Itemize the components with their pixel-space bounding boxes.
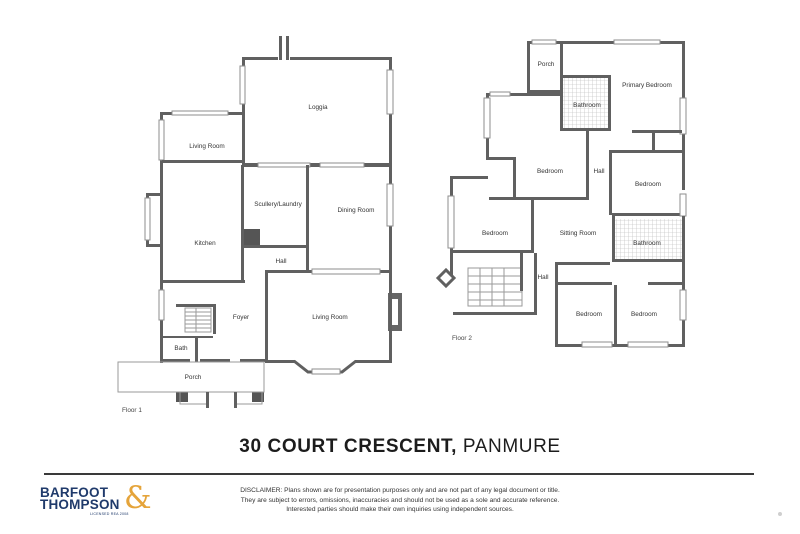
disclaimer-line-2: They are subject to errors, omissions, i…	[240, 496, 560, 504]
room-label-living-room-upper: Living Room	[189, 143, 225, 150]
room-label-bedroom-s1: Bedroom	[576, 311, 602, 318]
room-label-bath: Bath	[174, 345, 188, 352]
room-label-sitting-room: Sitting Room	[560, 230, 597, 237]
room-label-bathroom-upper: Bathroom	[573, 102, 601, 109]
room-label-loggia: Loggia	[308, 104, 328, 111]
room-label-hall: Hall	[275, 258, 286, 265]
disclaimer-line-3: Interested parties should make their own…	[286, 506, 514, 514]
disclaimer-line-1: DISCLAIMER: Plans shown are for presenta…	[240, 487, 560, 494]
room-label-hall-upper: Hall	[593, 168, 604, 175]
room-label-scullery-laundry: Scullery/Laundry	[254, 201, 302, 208]
floor-2-plan: Porch Primary Bedroom Bathroom Bedroom H…	[435, 39, 687, 348]
brand-line-2: THOMPSON	[40, 497, 120, 512]
room-label-porch: Porch	[185, 374, 202, 381]
room-label-primary-bedroom: Primary Bedroom	[622, 82, 672, 89]
property-title: 30 COURT CRESCENT, PANMURE	[0, 436, 800, 458]
room-label-kitchen: Kitchen	[194, 240, 216, 247]
brand-ampersand: &	[124, 480, 152, 516]
room-label-bathroom-lower: Bathroom	[633, 240, 661, 247]
corner-mark-icon	[778, 512, 782, 516]
room-label-bedroom-s2: Bedroom	[631, 311, 657, 318]
room-label-foyer: Foyer	[233, 314, 250, 321]
brand-logo: BARFOOT THOMPSON & LICENSED REA 2008	[40, 482, 170, 522]
floor-1-plan: Loggia Living Room Scullery/Laundry Dini…	[117, 36, 402, 414]
room-label-porch-upper: Porch	[538, 61, 555, 68]
room-label-bedroom-nw: Bedroom	[537, 168, 563, 175]
floor-1-label: Floor 1	[122, 407, 142, 414]
room-label-dining-room: Dining Room	[338, 207, 375, 214]
divider-rule	[44, 473, 754, 475]
brand-tagline: LICENSED REA 2008	[90, 512, 129, 516]
property-address: 30 COURT CRESCENT,	[239, 436, 458, 457]
room-label-bedroom-ne: Bedroom	[635, 181, 661, 188]
disclaimer-text: DISCLAIMER: Plans shown are for presenta…	[212, 486, 588, 515]
brand-line-1: BARFOOT	[40, 485, 109, 500]
room-label-hall-lower: Hall	[537, 274, 548, 281]
property-suburb: PANMURE	[462, 436, 561, 457]
room-label-living-room-lower: Living Room	[312, 314, 348, 321]
room-label-bedroom-w: Bedroom	[482, 230, 508, 237]
floor-2-label: Floor 2	[452, 335, 472, 342]
